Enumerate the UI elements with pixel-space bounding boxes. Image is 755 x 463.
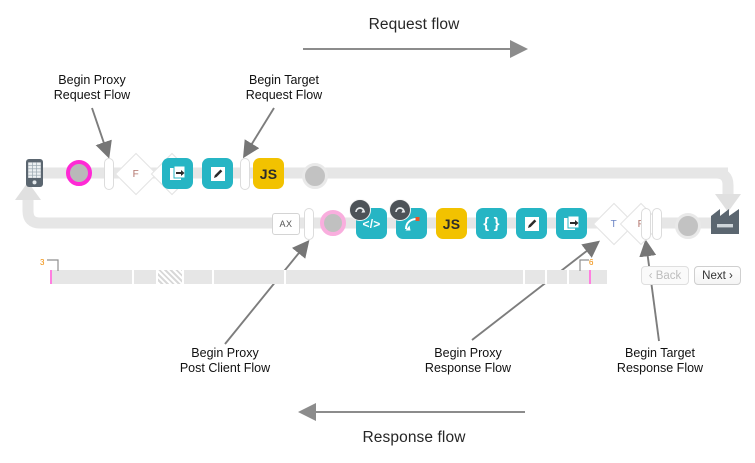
callout-line-1: Begin Target [625,346,695,360]
callout-line-2: Request Flow [245,88,323,102]
ax-policy-icon[interactable]: AX [272,213,300,235]
callout-line-1: Begin Proxy [434,346,502,360]
timeline-separator [132,270,134,284]
callout-begin-target-request-flow: Begin Target Request Flow [218,73,350,103]
timeline-cursor-right[interactable] [589,270,591,284]
timeline-cursor-left[interactable] [50,270,52,284]
policy-tile [556,208,587,239]
flow-divider-icon[interactable] [652,208,662,240]
policy-tile [202,158,233,189]
timeline-separator [567,270,569,284]
target-server-icon [711,209,739,234]
leader-begin-proxy-response [471,240,601,341]
divider-bar [104,158,114,190]
assign-message-icon[interactable] [162,158,193,189]
fault-rule-icon[interactable] [349,199,371,221]
leader-begin-proxy-post-client [224,240,310,345]
policy-label: { } [483,215,500,232]
javascript-policy-icon[interactable]: JS [253,158,284,189]
callout-line-1: Begin Proxy [191,346,259,360]
request-to-target-connector [700,167,734,196]
timeline-separator [284,270,286,284]
marker-dot [675,213,701,239]
timeline-track [50,270,607,284]
timeline-separator [212,270,214,284]
flow-divider-icon[interactable] [304,208,314,240]
divider-bar [652,208,662,240]
marker-ring [320,210,346,236]
ax-box: AX [272,213,300,235]
policy-tile: </> [349,199,387,239]
request-to-target-arrowhead [715,194,741,212]
leader-begin-proxy-request [91,107,112,159]
callout-line-1: Begin Target [249,73,319,87]
assign-message-glyph [169,165,185,180]
callout-line-2: Post Client Flow [179,361,271,375]
flow-divider-icon[interactable] [641,208,651,240]
response-to-client-connector [22,200,60,229]
callout-begin-proxy-post-client-flow: Begin Proxy Post Client Flow [157,346,293,376]
policy-tile: JS [253,158,284,189]
mobile-phone-icon [26,159,43,187]
edit-glyph [210,166,225,181]
policy-tile: JS [436,208,467,239]
callout-begin-proxy-request-flow: Begin Proxy Request Flow [26,73,158,103]
response-to-client-arrowhead [15,182,41,200]
tick-bracket [47,259,59,271]
response-flow-title: Response flow [362,429,466,446]
timeline-separator [156,270,158,284]
leader-begin-target-request [243,107,275,159]
callout-line-2: Response Flow [424,361,512,375]
raise-fault-glyph [404,216,419,230]
policy-tile: { } [476,208,507,239]
policy-label: JS [259,165,278,182]
callout-line-2: Request Flow [53,88,131,102]
flow-divider-icon[interactable] [104,158,114,190]
timeline-separator [545,270,547,284]
divider-bar [641,208,651,240]
fault-rule-glyph [395,207,406,213]
timeline-hatched-segment [158,270,182,284]
callout-begin-target-response-flow: Begin Target Response Flow [592,346,728,376]
javascript-policy-icon[interactable]: JS [436,208,467,239]
divider-bar [304,208,314,240]
flow-end-marker-icon[interactable] [302,163,328,189]
xml-policy-icon[interactable]: </> [349,199,387,239]
request-flow-title: Request flow [368,16,460,33]
fault-rule-icon[interactable] [389,199,411,221]
assign-message-glyph [563,215,579,230]
condition-label: F [132,168,140,180]
edit-policy-icon[interactable] [516,208,547,239]
policy-label: JS [442,215,461,232]
policy-tile [516,208,547,239]
flow-start-marker-pink[interactable] [320,210,346,236]
policy-label: </> [362,216,381,231]
timeline-separator [523,270,525,284]
leader-begin-target-response [639,239,660,342]
policy-tile [389,199,427,239]
edit-glyph [524,216,539,231]
back-button[interactable]: ‹ Back [641,266,689,285]
callout-line-2: Response Flow [616,361,704,375]
flow-start-marker-magenta[interactable] [66,160,92,186]
tick-bracket [579,259,589,271]
edit-policy-icon[interactable] [202,158,233,189]
flow-end-marker-icon[interactable] [675,213,701,239]
assign-message-icon[interactable] [556,208,587,239]
timeline-separator [182,270,184,284]
next-button[interactable]: Next › [694,266,741,285]
divider-bar [240,158,250,190]
callout-line-1: Begin Proxy [58,73,126,87]
flow-divider-icon[interactable] [240,158,250,190]
timeline-right-tick-label: 6 [589,258,594,267]
marker-dot [302,163,328,189]
json-policy-icon[interactable]: { } [476,208,507,239]
timeline-left-tick-label: 3 [40,258,45,267]
timeline[interactable] [50,270,607,284]
callout-begin-proxy-response-flow: Begin Proxy Response Flow [401,346,535,376]
marker-ring [66,160,92,186]
raise-fault-icon[interactable] [389,199,427,239]
fault-rule-glyph [355,207,366,213]
policy-tile [162,158,193,189]
